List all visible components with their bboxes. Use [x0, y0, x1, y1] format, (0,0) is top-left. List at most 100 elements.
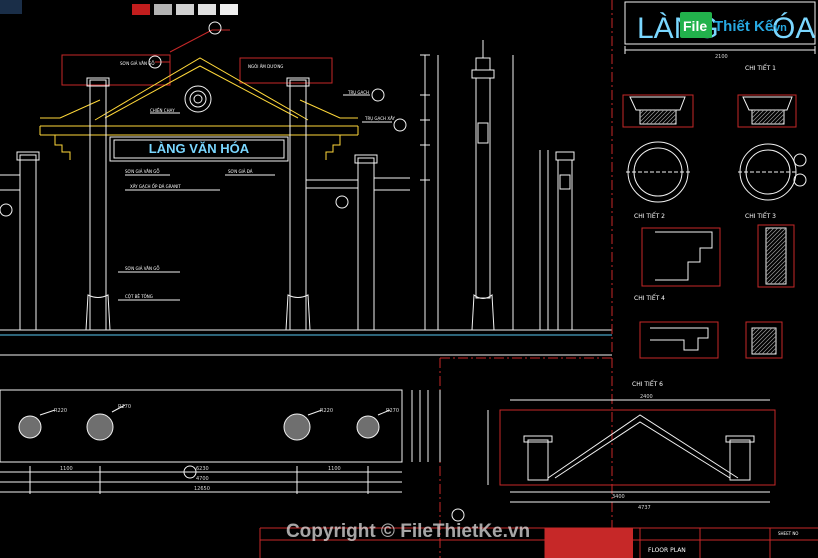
hatch-line	[753, 331, 777, 355]
hatch-line	[751, 109, 765, 123]
hatch-line	[751, 327, 757, 333]
sign-detail-dim: 2100	[715, 54, 728, 60]
logo-part1: File	[683, 18, 707, 34]
hatch-line	[773, 271, 787, 285]
hatch-line	[777, 275, 787, 285]
toolbar-color-swatch[interactable]	[132, 4, 150, 15]
callout-marker	[393, 118, 407, 132]
hatch-line	[673, 121, 677, 125]
sign-title: LÀNG VĂN HÓA	[149, 141, 250, 156]
svg-text:SƠN GIẢ VÂN GỖ: SƠN GIẢ VÂN GỖ	[125, 266, 159, 271]
svg-text:SƠN GIẢ VÂN GỖ: SƠN GIẢ VÂN GỖ	[120, 61, 154, 66]
plan-dim-r1: R220	[54, 408, 67, 414]
logo-part2: Thiết Kế	[714, 18, 774, 35]
hatch-line	[769, 347, 777, 355]
app-corner-icon[interactable]	[0, 0, 22, 14]
hatch-line	[645, 109, 661, 125]
hatch-line	[769, 267, 787, 285]
hatch-line	[751, 109, 757, 115]
hatch-line	[765, 251, 787, 273]
hatch-line	[653, 109, 669, 125]
hatch-line	[781, 279, 787, 285]
callout-marker	[451, 508, 465, 522]
sign-detail-title-right: ÓA	[772, 12, 815, 45]
svg-text:TRỤ GẠCH: TRỤ GẠCH	[347, 90, 369, 95]
hatch-pattern	[751, 227, 787, 355]
hatch-line	[753, 109, 769, 125]
detail-1	[622, 94, 797, 128]
hatch-line	[649, 109, 665, 125]
hatch-line	[751, 327, 773, 349]
plan-dim-r2: R270	[118, 404, 131, 410]
hatch-line	[751, 109, 761, 119]
hatch-line	[773, 351, 777, 355]
toolbar-color-swatch[interactable]	[220, 4, 238, 15]
hatch-line	[639, 109, 645, 115]
toolbar-color-swatch[interactable]	[154, 4, 172, 15]
section-dim-bottom: 4737	[638, 505, 651, 511]
hatch-line	[639, 109, 653, 123]
hatch-line	[665, 113, 677, 125]
callout-marker	[208, 21, 222, 35]
chi-tiet-4-label: CHI TIẾT 4	[634, 294, 665, 302]
hatch-line	[661, 109, 677, 125]
hatch-line	[765, 227, 783, 245]
detail-circles	[626, 141, 798, 203]
sheet-no-label: SHEET NO	[778, 531, 798, 536]
hatch-line	[657, 109, 673, 125]
hatch-line	[765, 227, 787, 249]
hatch-line	[669, 117, 677, 125]
hatch-line	[765, 239, 787, 261]
chi-tiet-3-label: CHI TIẾT 3	[745, 212, 776, 220]
svg-text:SƠN GIẢ VÂN GỖ: SƠN GIẢ VÂN GỖ	[125, 169, 159, 174]
hatch-line	[641, 109, 657, 125]
detail-4	[639, 321, 783, 359]
sign-detail	[624, 1, 816, 54]
toolbar-color-swatch[interactable]	[198, 4, 216, 15]
plan-dim-r3: R220	[320, 408, 333, 414]
callout-marker	[793, 153, 807, 167]
callout-marker	[335, 195, 349, 209]
hatch-line	[773, 113, 785, 125]
svg-text:SƠN GIẢ ĐÁ: SƠN GIẢ ĐÁ	[228, 169, 253, 174]
svg-text:TRỤ GẠCH XÂY: TRỤ GẠCH XÂY	[364, 116, 395, 121]
hatch-line	[765, 227, 779, 241]
hatch-line	[761, 109, 777, 125]
toolbar	[0, 0, 238, 15]
callout-marker	[0, 203, 13, 217]
hatch-line	[751, 327, 769, 345]
toolbar-color-swatch[interactable]	[176, 4, 194, 15]
hatch-line	[765, 259, 787, 281]
hatch-line	[781, 121, 785, 125]
hatch-line	[777, 117, 785, 125]
front-elevation: SƠN GIẢ VÂN GỖ NGÓI ÂM DƯƠNG TRỤ GẠCH TR…	[0, 0, 613, 558]
hatch-line	[757, 109, 773, 125]
hatch-line	[751, 327, 777, 353]
callout-box	[61, 54, 171, 86]
hatch-line	[751, 327, 761, 337]
hatch-line	[765, 109, 781, 125]
section-dim-mid: 3400	[612, 494, 625, 500]
callout-markers	[0, 21, 807, 522]
section-dim-top: 2400	[640, 394, 653, 400]
hatch-line	[761, 339, 777, 355]
floor-plan-label: FLOOR PLAN	[648, 547, 686, 554]
hatch-line	[765, 247, 787, 269]
hatch-line	[769, 109, 785, 125]
hatch-line	[765, 227, 771, 233]
callout-marker	[793, 173, 807, 187]
plan-dim-b4: 12650	[194, 486, 210, 492]
hatch-line	[639, 109, 649, 119]
callout-box	[239, 57, 333, 84]
hatch-line	[765, 231, 787, 253]
title-block-stamp	[545, 528, 633, 558]
hatch-line	[765, 263, 787, 285]
hatch-line	[765, 235, 787, 257]
brand-logo[interactable]: File Thiết Kế .vn	[680, 12, 787, 38]
callout-marker	[371, 88, 385, 102]
chi-tiet-1-label: CHI TIẾT 1	[745, 64, 776, 72]
hatch-pattern	[639, 109, 785, 125]
svg-text:NGÓI ÂM DƯƠNG: NGÓI ÂM DƯƠNG	[248, 64, 283, 69]
plan-dim-b3: 4700	[196, 476, 209, 482]
